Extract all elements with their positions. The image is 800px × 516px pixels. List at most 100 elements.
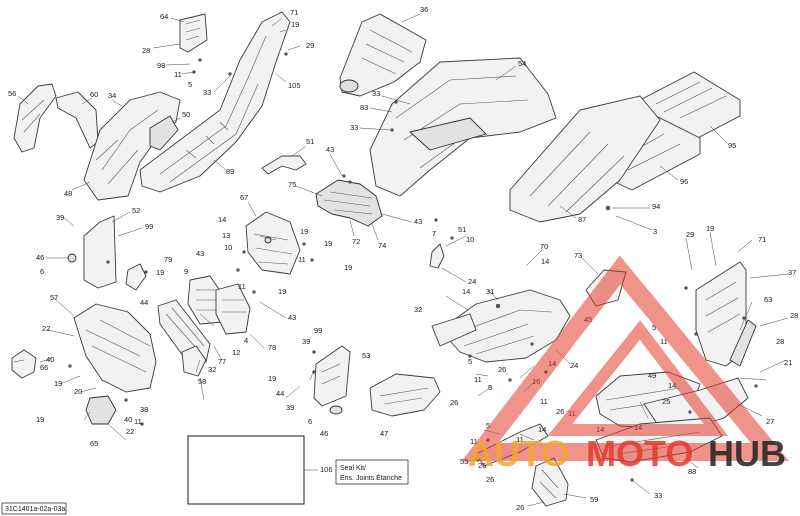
callout-6: 6 (40, 267, 44, 276)
callout-5: 5 (188, 80, 192, 89)
callout-87: 87 (578, 215, 586, 224)
callout-28: 28 (142, 46, 150, 55)
callout-11j: 11 (516, 435, 524, 444)
callout-39: 39 (56, 213, 64, 222)
callout-33b: 33 (350, 123, 358, 132)
callout-28b: 28 (790, 311, 798, 320)
seal-kit-label-box (335, 459, 409, 485)
callout-52: 52 (132, 206, 140, 215)
part-31-side-panel (439, 289, 571, 363)
callout-72: 72 (352, 237, 360, 246)
callout-39b: 39 (302, 337, 310, 346)
callout-89: 89 (226, 167, 234, 176)
callout-10: 10 (224, 243, 232, 252)
callout-94: 94 (652, 202, 660, 211)
callout-37: 37 (788, 268, 796, 277)
part-7-bracket (429, 243, 445, 269)
callout-21: 21 (784, 358, 792, 367)
callout-38: 38 (140, 405, 148, 414)
part-57-lower-panel (73, 303, 157, 393)
callout-96: 96 (680, 177, 688, 186)
seal-kit-number: 106 (320, 465, 333, 474)
callout-14e: 14 (668, 381, 676, 390)
callout-34: 34 (108, 91, 116, 100)
callout-48: 48 (64, 189, 72, 198)
part-51-trim (261, 155, 307, 175)
callout-33d: 33 (654, 491, 662, 500)
callout-19j: 19 (36, 415, 44, 424)
callout-11c: 11 (238, 282, 246, 291)
part-87-skid-plate (509, 95, 661, 223)
seal-kit-box: 106 Seal Kit/ Ens. Joints Étanche (187, 435, 409, 505)
part-63-strip (729, 319, 757, 367)
callout-65: 65 (90, 439, 98, 448)
part-77-floor-panel (157, 299, 211, 363)
callout-77: 77 (218, 357, 226, 366)
leader-lines (13, 13, 789, 507)
callout-10b: 10 (466, 235, 474, 244)
callout-29: 29 (306, 41, 314, 50)
part-65-knob (85, 395, 117, 425)
callout-40: 40 (46, 355, 54, 364)
callout-33: 33 (203, 88, 211, 97)
callout-26: 26 (498, 365, 506, 374)
callout-19d: 19 (344, 263, 352, 272)
callout-11: 11 (174, 70, 182, 79)
callout-64: 64 (160, 12, 168, 21)
reference-code-box: 31C1401a-02a-03a (1, 502, 67, 515)
callout-53: 53 (362, 351, 370, 360)
part-32-rail (431, 313, 477, 347)
callout-50: 50 (182, 110, 190, 119)
callout-51: 51 (306, 137, 314, 146)
callout-32b: 32 (208, 365, 216, 374)
callout-26c: 26 (556, 407, 564, 416)
callout-56: 56 (8, 89, 16, 98)
callout-67: 67 (240, 193, 248, 202)
callout-73: 73 (574, 251, 582, 260)
callout-5d: 5 (488, 383, 492, 392)
callout-71b: 71 (758, 235, 766, 244)
part-56-side-panel (13, 83, 57, 153)
callout-26f: 26 (516, 503, 524, 512)
callout-43c: 43 (196, 249, 204, 258)
callout-74: 74 (378, 241, 386, 250)
callout-11b: 11 (298, 255, 306, 264)
part-50-fender-insert (149, 115, 179, 151)
callout-33c: 33 (372, 89, 380, 98)
callout-9: 9 (184, 267, 188, 276)
callout-49: 49 (648, 371, 656, 380)
callout-51b: 51 (458, 225, 466, 234)
watermark-triangle-outer (461, 255, 790, 461)
callout-32: 32 (414, 305, 422, 314)
callout-29b: 29 (686, 230, 694, 239)
callout-19: 19 (291, 20, 299, 29)
callout-5c: 5 (468, 357, 472, 366)
callout-59: 59 (590, 495, 598, 504)
callout-19i: 19 (268, 374, 276, 383)
callout-36: 36 (420, 5, 428, 14)
callout-43d: 43 (288, 313, 296, 322)
callout-19f: 19 (156, 268, 164, 277)
callout-19g: 19 (278, 287, 286, 296)
callout-26e: 26 (486, 475, 494, 484)
part-47-headlight (369, 373, 441, 417)
callout-22b: 22 (126, 427, 134, 436)
callout-11d: 11 (660, 337, 668, 346)
part-52-bracket (83, 215, 117, 289)
callout-98: 98 (157, 61, 165, 70)
callout-26d: 26 (478, 461, 486, 470)
callout-25: 25 (662, 397, 670, 406)
seal-kit-frame (187, 435, 305, 505)
callout-20: 20 (74, 387, 82, 396)
part-34-front-fender (83, 91, 181, 201)
watermark-word-hub: HUB (708, 433, 786, 474)
callout-99b: 99 (314, 326, 322, 335)
callout-70: 70 (540, 242, 548, 251)
callout-19b: 19 (300, 227, 308, 236)
callout-63: 63 (764, 295, 772, 304)
callout-31: 31 (486, 287, 494, 296)
watermark-word-moto: MOTO (586, 433, 693, 474)
callout-40b: 40 (124, 415, 132, 424)
callout-11i: 11 (470, 437, 478, 446)
